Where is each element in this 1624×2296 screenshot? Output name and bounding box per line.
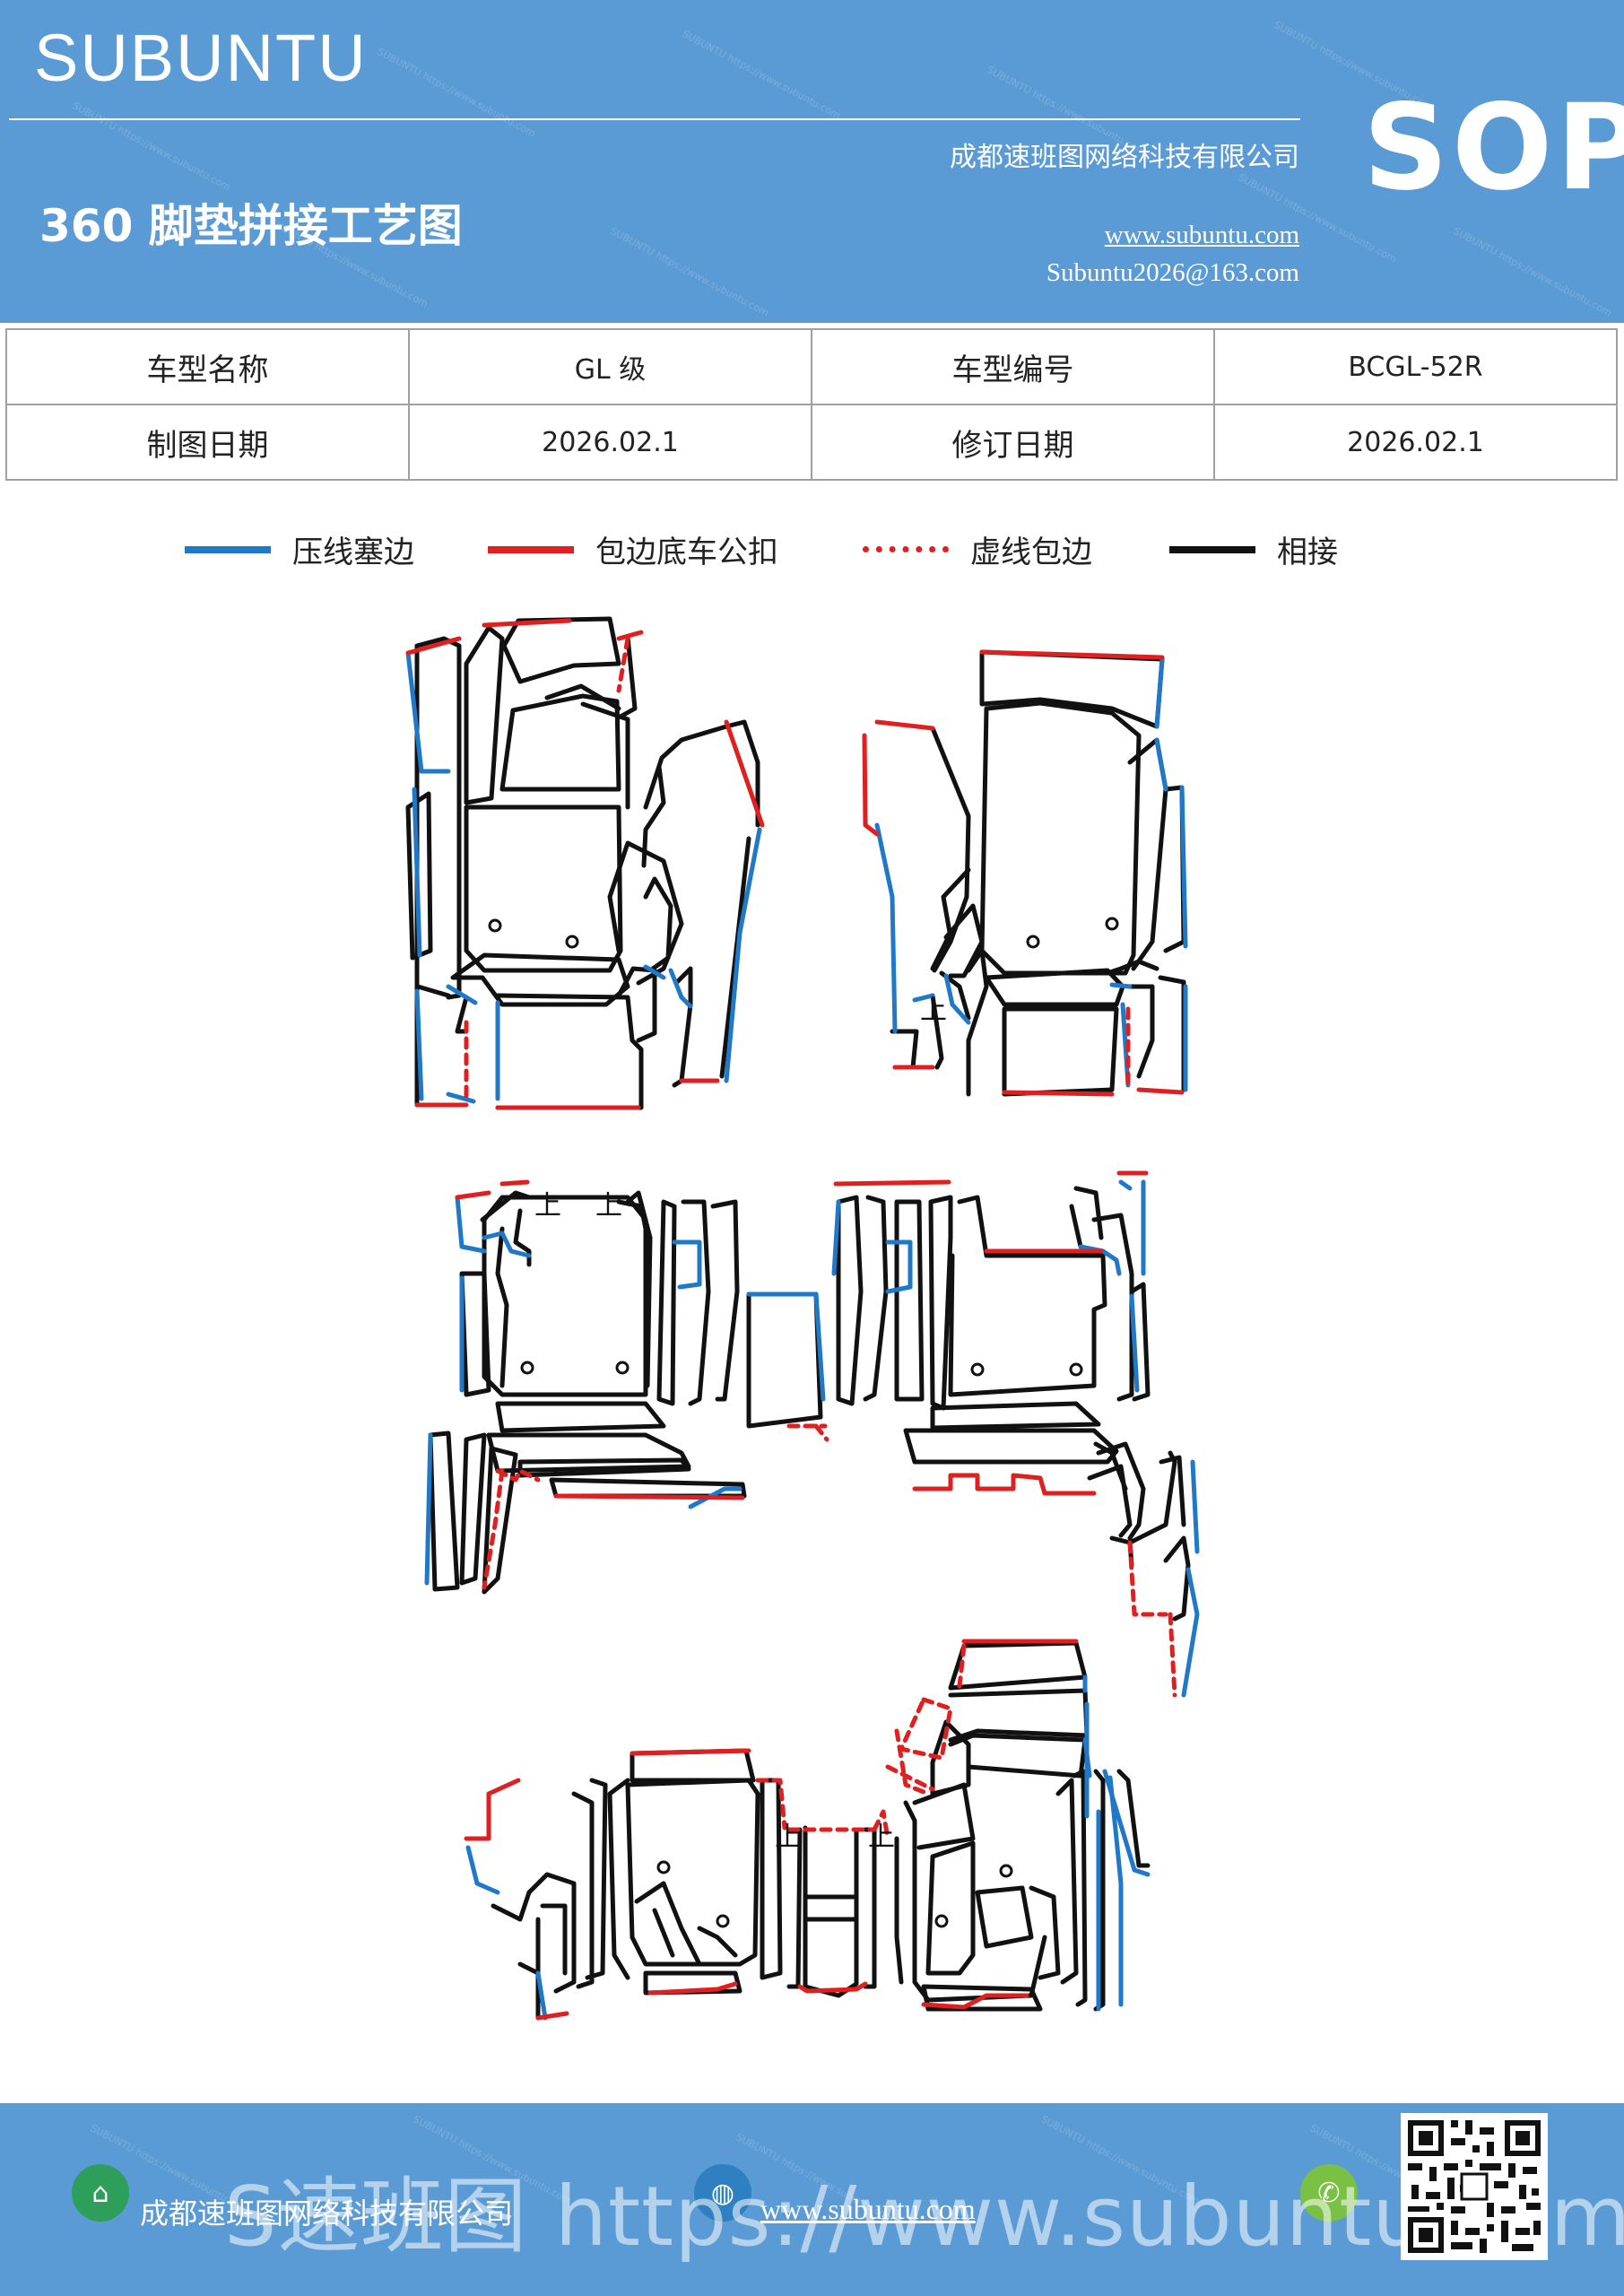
middle-row-mat-group: 上 上 [424,1170,1200,1698]
legend-label: 压线塞边 [292,535,414,570]
orientation-marker: 上 [920,995,947,1026]
legend: 压线塞边 包边底车公扣 虚线包边 相接 [0,527,1624,572]
orientation-marker: 上 [534,1190,561,1222]
fastener-hole [565,935,579,949]
orientation-marker: 上 [595,1190,622,1222]
website-link[interactable]: www.subuntu.com [1104,221,1299,249]
legend-item-dotted-edge: 虚线包边 [863,527,1092,571]
orientation-marker: 上 [775,1822,802,1853]
legend-label: 包边底车公扣 [595,535,778,570]
legend-label: 虚线包边 [970,535,1092,570]
legend-item-edge-clip: 包边底车公扣 [488,527,778,571]
fastener-hole [488,918,502,933]
draw-date-value: 2026.02.1 [408,404,812,481]
fastener-hole [999,1864,1013,1878]
fastener-hole [1105,917,1119,931]
legend-label: 相接 [1277,535,1338,570]
header-divider [9,118,1300,120]
fastener-hole [615,1361,630,1375]
front-left-mat-group [405,616,765,1110]
table-row: 制图日期 2026.02.1 修订日期 2026.02.1 [5,404,1618,481]
legend-swatch-black [1169,545,1255,553]
table-row: 车型名称 GL 级 车型编号 BCGL-52R [5,328,1618,405]
qr-code[interactable] [1401,2113,1548,2260]
globe-icon: ◍ [694,2164,751,2222]
draw-date-label: 制图日期 [5,404,410,481]
model-name-value: GL 级 [408,328,812,405]
company-name: 成都速班图网络科技有限公司 [950,142,1299,173]
revision-date-label: 修订日期 [811,404,1215,481]
fastener-hole [656,1860,671,1874]
legend-item-join: 相接 [1169,527,1338,571]
legend-item-press-line: 压线塞边 [185,527,414,571]
revision-date-value: 2026.02.1 [1213,404,1618,481]
vehicle-info-table: 车型名称 GL 级 车型编号 BCGL-52R 制图日期 2026.02.1 修… [5,328,1618,481]
fastener-hole [1069,1362,1083,1377]
footer-watermark-text: S速班图 https://www.subuntu.com [224,2169,1624,2265]
brand-name: SUBUNTU [34,21,368,95]
fastener-hole [970,1362,985,1377]
rear-row-mat-group: 上 上 [464,1639,1151,2021]
footer-website-link[interactable]: www.subuntu.com [760,2193,976,2225]
email-address: Subuntu2026@163.com [1046,258,1299,287]
document-title: 360 脚垫拼接工艺图 [39,200,463,252]
sop-badge: SOP [1363,79,1624,217]
fastener-hole [1026,935,1040,949]
model-code-value: BCGL-52R [1213,328,1618,405]
fastener-hole [520,1361,534,1375]
model-code-label: 车型编号 [811,328,1215,405]
model-name-label: 车型名称 [5,328,410,405]
legend-swatch-blue [185,545,271,553]
legend-swatch-red-dotted [863,546,949,552]
building-icon: ⌂ [72,2164,129,2222]
legend-swatch-red [488,545,574,553]
footer-company-name: 成都速班图网络科技有限公司 [140,2196,514,2231]
wechat-icon: ✆ [1300,2164,1358,2222]
fastener-hole [716,1914,730,1928]
footer-banner: SUBUNTU https://www.subuntu.com SUBUNTU … [0,2103,1624,2296]
front-right-mat-group: 上 [862,649,1188,1097]
orientation-marker: 上 [868,1822,895,1853]
fastener-hole [934,1914,949,1928]
